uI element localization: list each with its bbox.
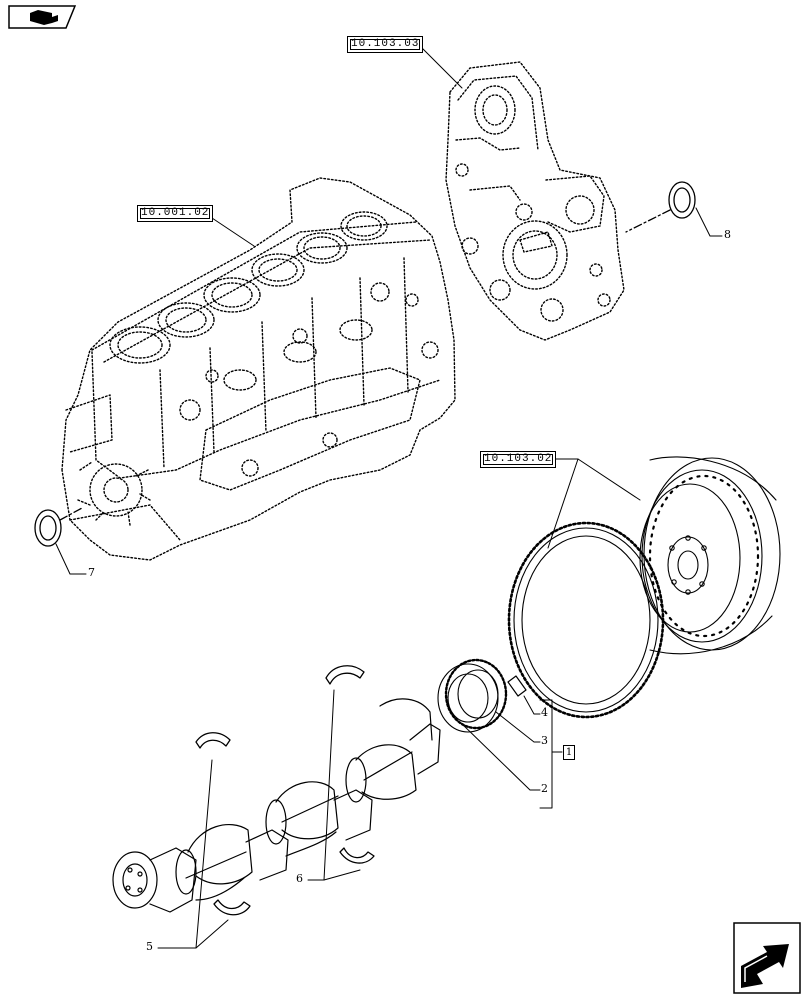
crank-gear-drawing xyxy=(437,658,508,733)
book-reference-icon-graphic xyxy=(8,5,77,29)
reference-leaders xyxy=(205,43,641,549)
key-drawing xyxy=(507,675,527,697)
ring-gear-drawing xyxy=(507,521,665,719)
callout-5: 5 xyxy=(146,940,153,953)
callout-7: 7 xyxy=(88,566,95,579)
ref-box-engine-block[interactable]: 10.001.02 xyxy=(137,205,214,222)
ref-box-flywheel[interactable]: 10.103.02 xyxy=(480,451,557,468)
front-cover-drawing xyxy=(445,61,625,341)
callout-6: 6 xyxy=(296,872,303,885)
seals-drawing xyxy=(34,181,696,547)
callout-2: 2 xyxy=(541,782,548,795)
next-page-arrow-icon[interactable] xyxy=(733,922,801,994)
callout-4: 4 xyxy=(541,706,548,719)
book-reference-icon[interactable] xyxy=(8,5,77,29)
callout-leaders xyxy=(55,207,723,949)
engine-block-drawing xyxy=(61,177,456,561)
callout-1-group-box: 1 xyxy=(563,745,575,760)
bearing-shells-drawing xyxy=(195,665,375,916)
callout-3: 3 xyxy=(541,734,548,747)
crankshaft-drawing xyxy=(112,698,441,913)
ref-box-front-cover[interactable]: 10.103.03 xyxy=(347,36,424,53)
next-page-arrow-icon-graphic xyxy=(733,922,801,994)
callout-8: 8 xyxy=(724,228,731,241)
flywheel-drawing xyxy=(639,456,781,655)
